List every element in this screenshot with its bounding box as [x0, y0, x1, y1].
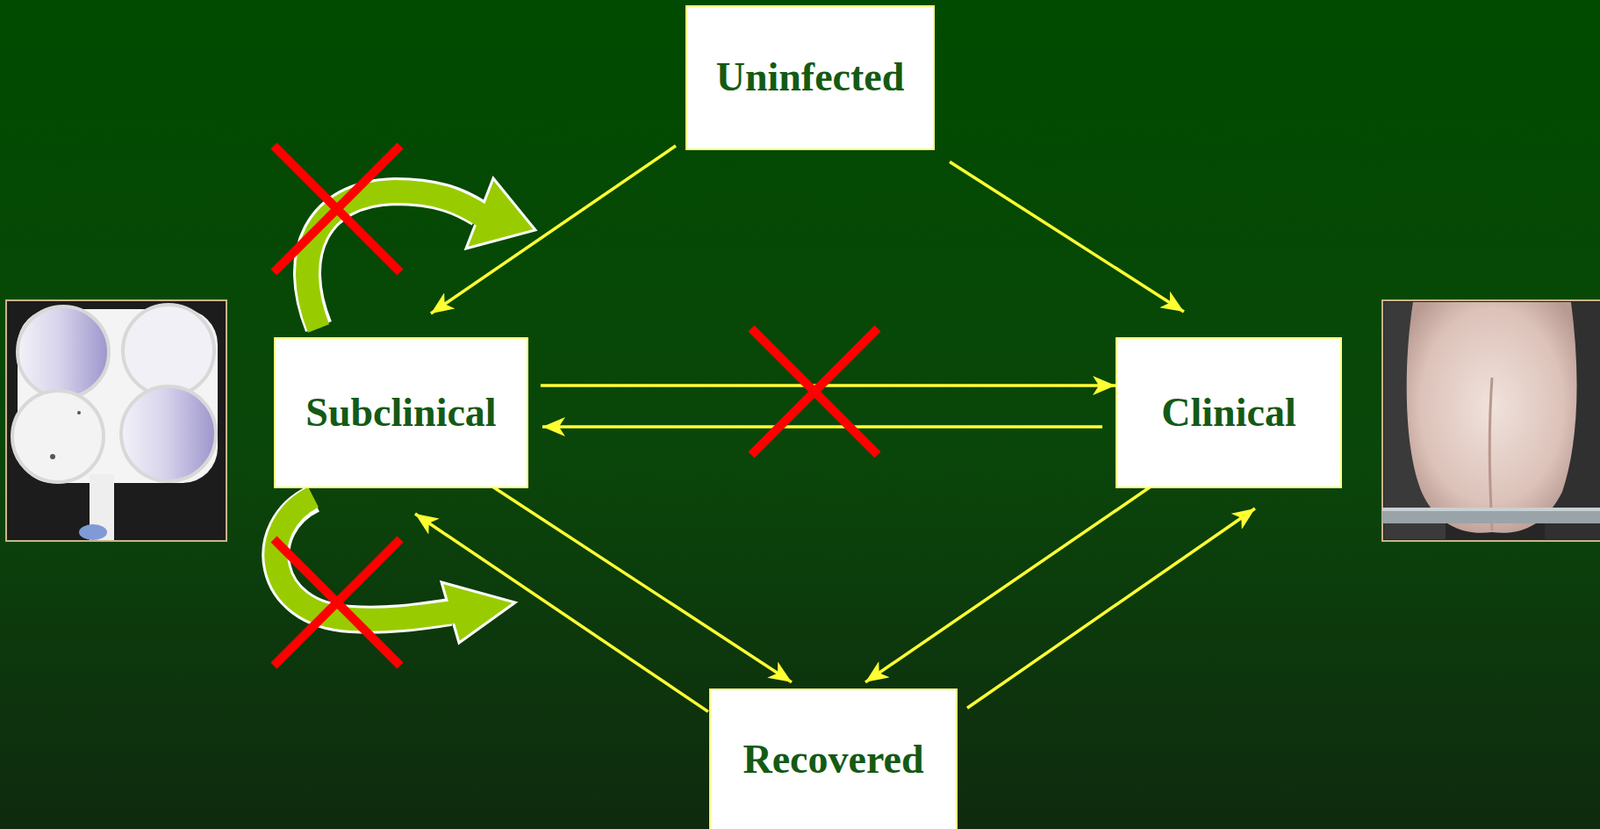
- cross-marks: [273, 145, 878, 666]
- transition-arrow: [430, 145, 676, 314]
- state-label: Recovered: [742, 737, 924, 783]
- treatment-arrow-bottom: [275, 496, 516, 643]
- cmt-paddle-photo: [6, 300, 227, 541]
- transition-arrow: [540, 383, 1116, 388]
- red-cross: [751, 328, 878, 455]
- red-cross: [751, 328, 878, 455]
- transition-arrow: [489, 484, 792, 682]
- red-cross: [273, 538, 401, 666]
- state-label: Clinical: [1161, 390, 1296, 436]
- udder: [1406, 301, 1578, 533]
- udder-photo: [1382, 300, 1600, 541]
- state-label: Uninfected: [716, 55, 905, 101]
- red-cross: [273, 538, 401, 666]
- transition-arrow: [865, 484, 1154, 682]
- pipe-bar: [1382, 507, 1600, 524]
- transition-arrow: [542, 424, 1103, 429]
- transition-arrow: [415, 513, 709, 711]
- state-box: Recovered: [709, 688, 958, 829]
- udder-crease: [1489, 377, 1493, 531]
- photo-frame: [6, 300, 227, 541]
- speck: [50, 453, 56, 460]
- paddle-cup: [121, 386, 216, 481]
- paddle-cup: [17, 306, 109, 398]
- arrow-shaft: [275, 496, 454, 620]
- state-box: Uninfected: [685, 5, 935, 151]
- transition-arrow: [967, 508, 1256, 708]
- transition-arrow: [949, 161, 1184, 312]
- paddle-cup: [122, 304, 215, 396]
- red-cross: [273, 145, 401, 273]
- state-box: Clinical: [1115, 337, 1342, 488]
- speck: [77, 410, 81, 415]
- glove: [78, 523, 108, 540]
- state-label: Subclinical: [305, 390, 496, 436]
- red-cross: [273, 145, 401, 273]
- photo-frame: [1382, 300, 1600, 541]
- paddle-cup: [12, 390, 104, 482]
- pipe-highlight: [1382, 507, 1600, 511]
- state-box: Subclinical: [273, 337, 529, 488]
